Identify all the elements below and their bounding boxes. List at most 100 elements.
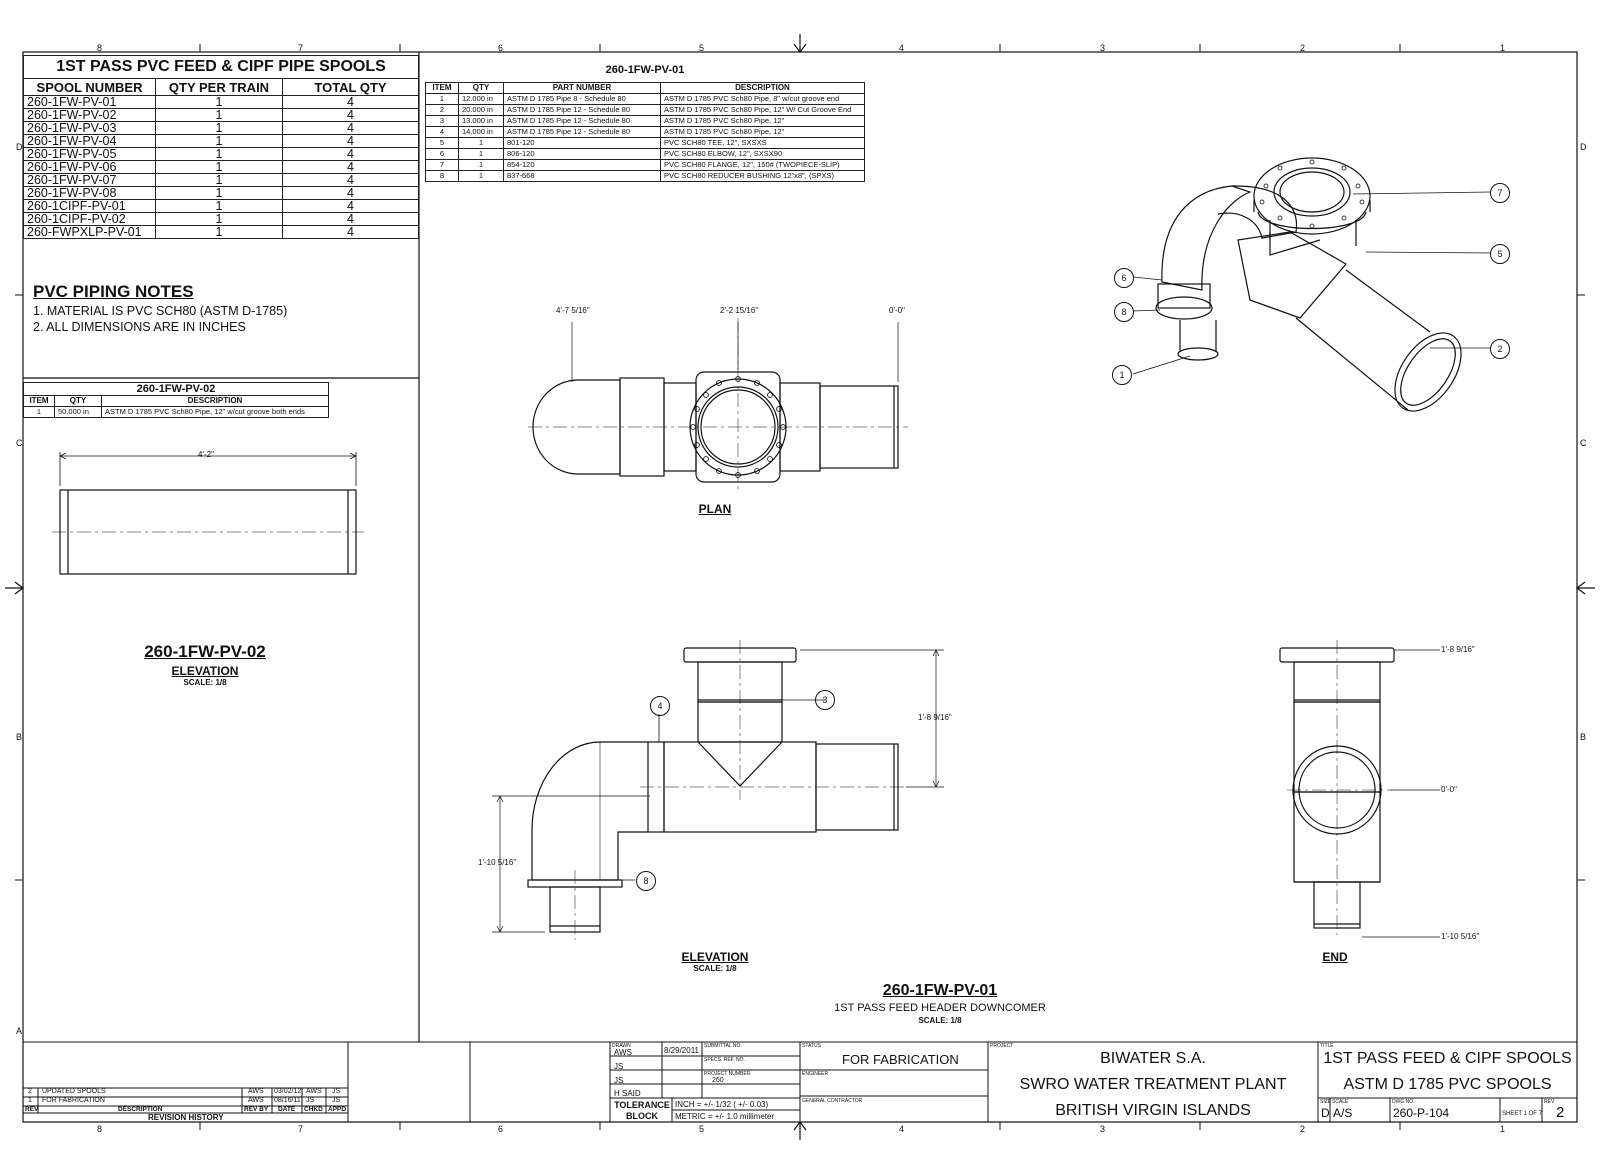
label-drawn: DRAWN bbox=[612, 1043, 631, 1049]
item-qty: 1 bbox=[458, 137, 504, 149]
sheet-title-2: ASTM D 1785 PVC SPOOLS bbox=[1343, 1076, 1552, 1093]
revision-history-title: REVISION HISTORY bbox=[148, 1113, 224, 1122]
zone-label: 5 bbox=[699, 43, 705, 53]
balloon-8: 8 bbox=[1114, 302, 1134, 322]
zone-label: 5 bbox=[699, 1124, 705, 1134]
zone-label: 3 bbox=[1100, 43, 1106, 53]
note-item: 2. ALL DIMENSIONS ARE IN INCHES bbox=[33, 320, 246, 334]
end-dimension: 0'-0" bbox=[1441, 785, 1457, 794]
total-qty: 4 bbox=[282, 147, 419, 161]
spool-number: 260-1FW-PV-07 bbox=[23, 173, 156, 187]
item-number: 3 bbox=[425, 115, 459, 127]
notes-title: PVC PIPING NOTES bbox=[33, 282, 194, 301]
item-description: PVC SCH80 TEE, 12", SXSXS bbox=[660, 137, 865, 149]
pv02-pipe-drawing bbox=[52, 452, 364, 575]
qty-per-train: 1 bbox=[155, 95, 283, 109]
drawn-by: AWS bbox=[614, 1048, 632, 1057]
end-dimension: 1'-10 5/16" bbox=[1441, 932, 1480, 941]
balloon-leaders bbox=[618, 191, 1491, 881]
isometric-view-drawing bbox=[1155, 157, 1462, 412]
plan-view-drawing bbox=[528, 318, 908, 490]
elevation-view-drawing bbox=[492, 640, 944, 940]
field-engineer: H SAID bbox=[614, 1089, 641, 1098]
title-block-grid bbox=[23, 1041, 1577, 1122]
total-qty: 4 bbox=[282, 108, 419, 122]
spool-number: 260-FWPXLP-PV-01 bbox=[23, 225, 156, 239]
drawing-title: 260-1FW-PV-01 bbox=[882, 982, 998, 999]
item-qty: 1 bbox=[458, 159, 504, 171]
zone-label: 6 bbox=[498, 1124, 504, 1134]
qty-per-train: 1 bbox=[155, 121, 283, 135]
zone-label: 2 bbox=[1300, 1124, 1306, 1134]
item-number: 1 bbox=[425, 93, 459, 105]
zone-label: 6 bbox=[498, 43, 504, 53]
balloon-1: 1 bbox=[1112, 365, 1132, 385]
total-qty: 4 bbox=[282, 212, 419, 226]
balloon-3: 3 bbox=[815, 690, 835, 710]
part-number: ASTM D 1785 Pipe 8 - Schedule 80 bbox=[503, 93, 661, 105]
col-header: QTY bbox=[54, 395, 102, 407]
rev-description: UPDATED SPOOLS bbox=[42, 1088, 106, 1095]
sheet-size: D bbox=[1321, 1106, 1330, 1120]
zone-label: B bbox=[16, 732, 23, 742]
pv02-parts-table: 260-1FW-PV-02 ITEM QTY DESCRIPTION 1 50.… bbox=[23, 382, 329, 418]
item-qty: 13.000 in bbox=[458, 115, 504, 127]
part-number: ASTM D 1785 Pipe 12 - Schedule 80 bbox=[503, 104, 661, 116]
revision-number: 2 bbox=[1556, 1104, 1565, 1121]
elevation-view-title: ELEVATION bbox=[681, 950, 749, 964]
qty-per-train: 1 bbox=[155, 186, 283, 200]
spool-number: 260-1FW-PV-01 bbox=[23, 95, 156, 109]
plan-view-title: PLAN bbox=[698, 502, 732, 516]
rev-header: DESCRIPTION bbox=[118, 1106, 163, 1113]
col-header: PART NUMBER bbox=[503, 82, 661, 94]
rev-header: REV BY bbox=[244, 1106, 269, 1113]
rev-header: APPD bbox=[328, 1106, 347, 1113]
col-header: ITEM bbox=[425, 82, 459, 94]
pv02-dimension: 4'-2" bbox=[198, 450, 214, 459]
plan-dimension: 4'-7 5/16" bbox=[556, 306, 590, 315]
rev-date: 03/02/12 bbox=[274, 1088, 302, 1095]
checked-by: JS bbox=[614, 1062, 624, 1071]
part-number: 837-668 bbox=[503, 170, 661, 182]
part-number: 806-120 bbox=[503, 148, 661, 160]
zone-label: C bbox=[16, 438, 23, 448]
note-item: 1. MATERIAL IS PVC SCH80 (ASTM D-1785) bbox=[33, 304, 288, 318]
rev-checked: AWS bbox=[306, 1088, 322, 1095]
zone-label: C bbox=[1580, 438, 1587, 448]
total-qty: 4 bbox=[282, 95, 419, 109]
elevation-dimension: 1'-10 5/16" bbox=[478, 858, 517, 867]
col-header: QTY PER TRAIN bbox=[155, 78, 283, 96]
item-number: 1 bbox=[23, 406, 55, 418]
plan-dimension: 2'-2 15/16" bbox=[720, 306, 759, 315]
drawn-date: 8/29/2011 bbox=[664, 1046, 699, 1055]
label-title: TITLE bbox=[1320, 1043, 1334, 1049]
spool-table-title: 1ST PASS PVC FEED & CIPF PIPE SPOOLS bbox=[23, 55, 419, 79]
plant-name: SWRO WATER TREATMENT PLANT bbox=[1019, 1076, 1287, 1093]
qty-per-train: 1 bbox=[155, 108, 283, 122]
label-size: SIZE bbox=[1320, 1099, 1332, 1105]
rev-header: REV bbox=[25, 1106, 39, 1113]
spool-number: 260-1FW-PV-04 bbox=[23, 134, 156, 148]
pv01-parts-table: 260-1FW-PV-01 ITEM QTY PART NUMBER DESCR… bbox=[425, 58, 865, 182]
elevation-dimension: 1'-8 9/16" bbox=[918, 713, 952, 722]
item-description: PVC SCH80 REDUCER BUSHING 12"x8", (SPXS) bbox=[660, 170, 865, 182]
plan-dimension: 0'-0" bbox=[889, 306, 905, 315]
total-qty: 4 bbox=[282, 225, 419, 239]
rev-by: AWS bbox=[248, 1097, 264, 1104]
pv02-view-title: 260-1FW-PV-02 bbox=[144, 642, 266, 661]
spool-number: 260-1FW-PV-02 bbox=[23, 108, 156, 122]
spool-number: 260-1FW-PV-06 bbox=[23, 160, 156, 174]
qty-per-train: 1 bbox=[155, 134, 283, 148]
col-header: SPOOL NUMBER bbox=[23, 78, 156, 96]
item-number: 6 bbox=[425, 148, 459, 160]
total-qty: 4 bbox=[282, 160, 419, 174]
